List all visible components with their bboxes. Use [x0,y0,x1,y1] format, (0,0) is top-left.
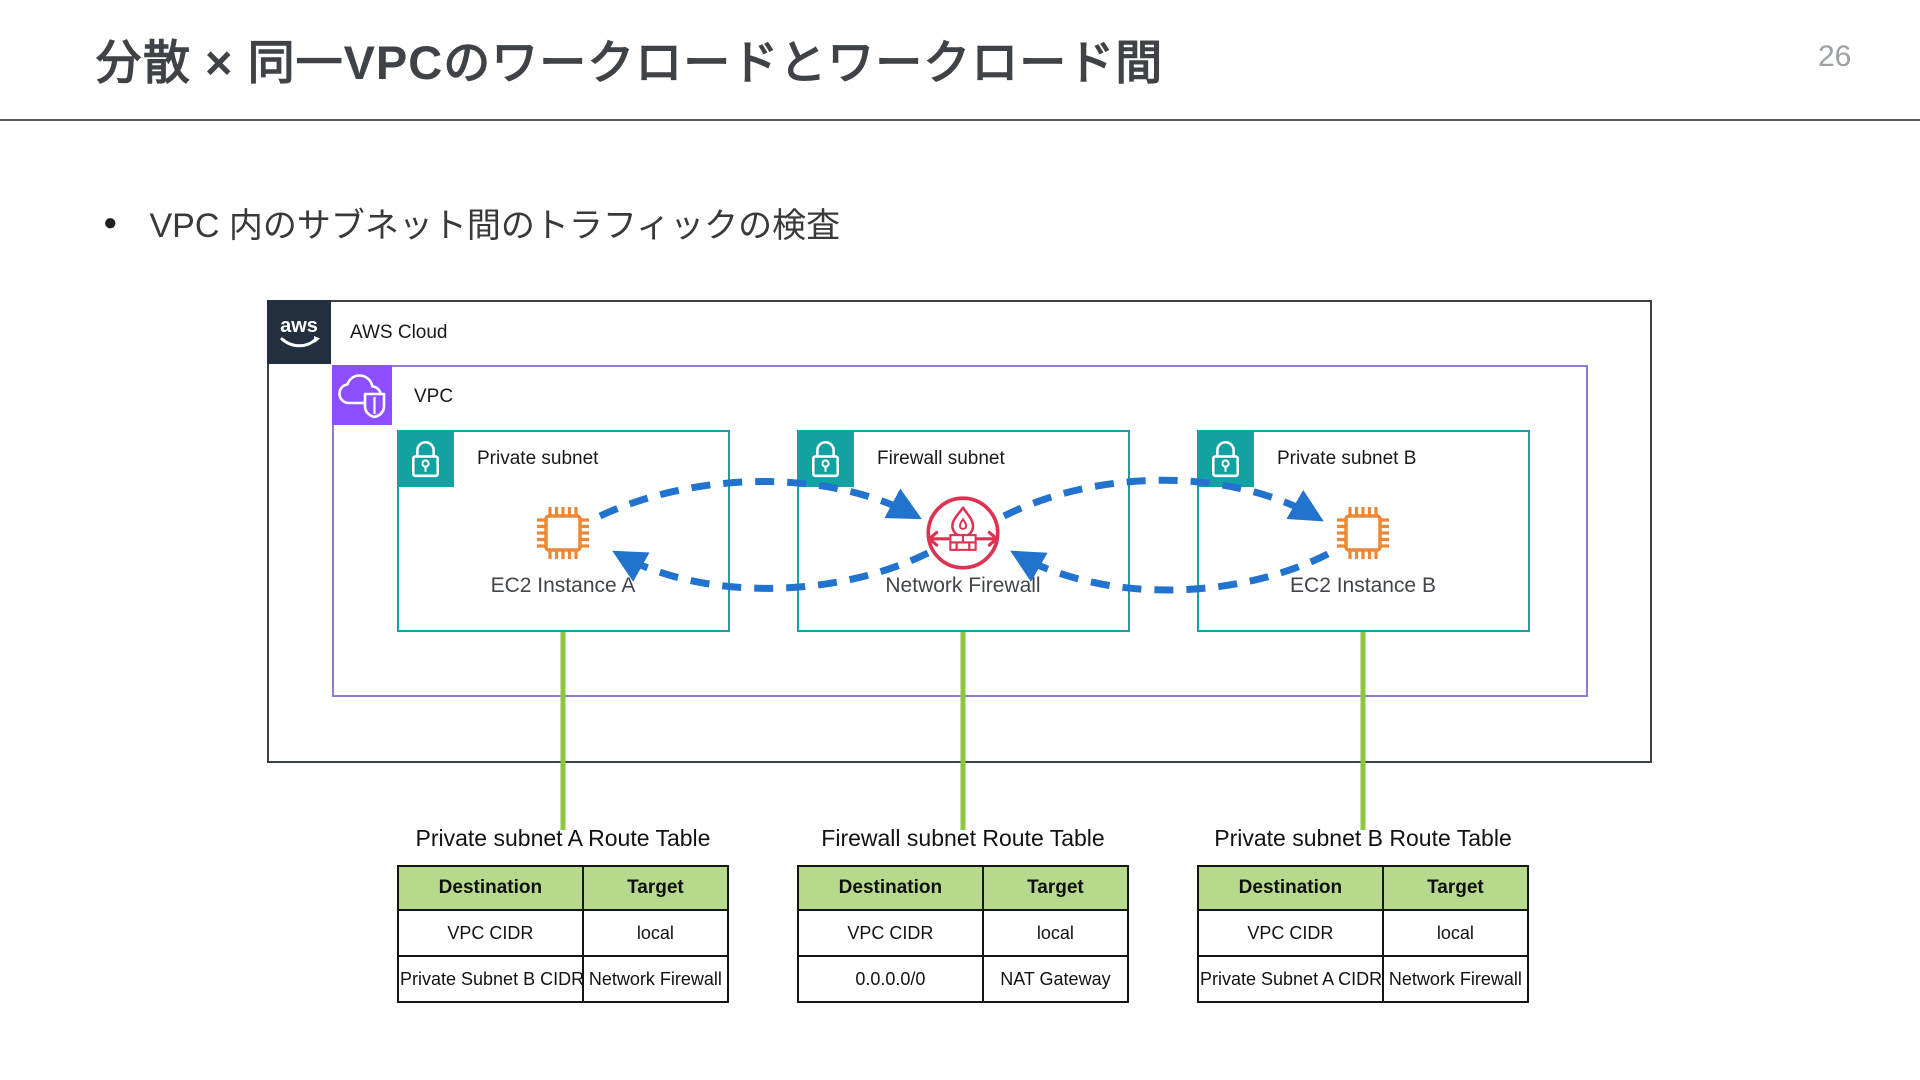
subnet-label-private-b: Private subnet B [1277,448,1417,469]
aws-logo-icon: aws [267,300,331,364]
route-table-private-a: Destination Target VPC CIDR local Privat… [397,865,730,1003]
private-subnet-a-lock-icon [397,430,454,487]
bullet-text: VPC 内のサブネット間のトラフィックの検査 [149,207,841,245]
vpc-icon-svg [338,374,386,419]
route-table-cell: NAT Gateway [981,955,1130,1003]
aws-logo-swoosh-tip [314,336,320,343]
aws-logo-text: aws [280,315,318,337]
route-table-header-cell: Destination [797,865,984,911]
bullet-marker: ● [103,208,118,236]
bullet-item: ● VPC 内のサブネット間のトラフィックの検査 [103,198,840,247]
route-table-private-b: Destination Target VPC CIDR local Privat… [1197,865,1530,1003]
ec2-instance-b-icon [1333,503,1393,563]
route-table-header-cell: Destination [397,865,584,911]
firewall-subnet-lock-icon [797,430,854,487]
aws-cloud-label: AWS Cloud [350,322,448,343]
aws-logo-swoosh [280,337,318,348]
route-table-cell: 0.0.0.0/0 [797,955,984,1003]
route-table-header-cell: Target [1381,865,1530,911]
lock-icon-svg [812,441,839,478]
route-table-title-private-a: Private subnet A Route Table [415,825,711,851]
ec2-chip-svg [1337,507,1389,559]
lock-icon-svg [412,441,439,478]
route-table-cell: Private Subnet B CIDR [397,955,584,1003]
network-firewall-svg [926,496,1000,570]
ec2-instance-a-label: EC2 Instance A [490,574,636,597]
header-divider [0,119,1920,121]
route-table-title-firewall: Firewall subnet Route Table [821,825,1105,851]
network-firewall-icon [923,493,1003,573]
ec2-instance-a-icon [533,503,593,563]
network-firewall-label: Network Firewall [885,574,1041,597]
vpc-label: VPC [414,386,454,407]
route-table-cell: VPC CIDR [397,909,584,957]
route-table-cell: local [581,909,730,957]
route-table-cell: Network Firewall [1381,955,1530,1003]
route-table-cell: VPC CIDR [797,909,984,957]
route-table-header-cell: Target [981,865,1130,911]
vpc-icon [332,365,392,425]
vpc-box [332,365,1588,697]
route-table-cell: local [981,909,1130,957]
route-table-cell: Private Subnet A CIDR [1197,955,1384,1003]
subnet-label-private-a: Private subnet [477,448,599,469]
aws-logo-svg: aws [280,315,320,348]
route-table-header-cell: Target [581,865,730,911]
route-table-cell: VPC CIDR [1197,909,1384,957]
ec2-chip-svg [537,507,589,559]
route-table-cell: Network Firewall [581,955,730,1003]
subnet-label-firewall: Firewall subnet [877,448,1005,469]
ec2-instance-b-label: EC2 Instance B [1290,574,1436,597]
page-title: 分散 × 同一VPCのワークロードとワークロード間 [95,36,1164,89]
route-table-title-private-b: Private subnet B Route Table [1214,825,1512,851]
route-table-firewall: Destination Target VPC CIDR local 0.0.0.… [797,865,1130,1003]
route-table-cell: local [1381,909,1530,957]
lock-icon-svg [1212,441,1239,478]
route-table-header-cell: Destination [1197,865,1384,911]
private-subnet-b-lock-icon [1197,430,1254,487]
page-number: 26 [1818,40,1852,73]
